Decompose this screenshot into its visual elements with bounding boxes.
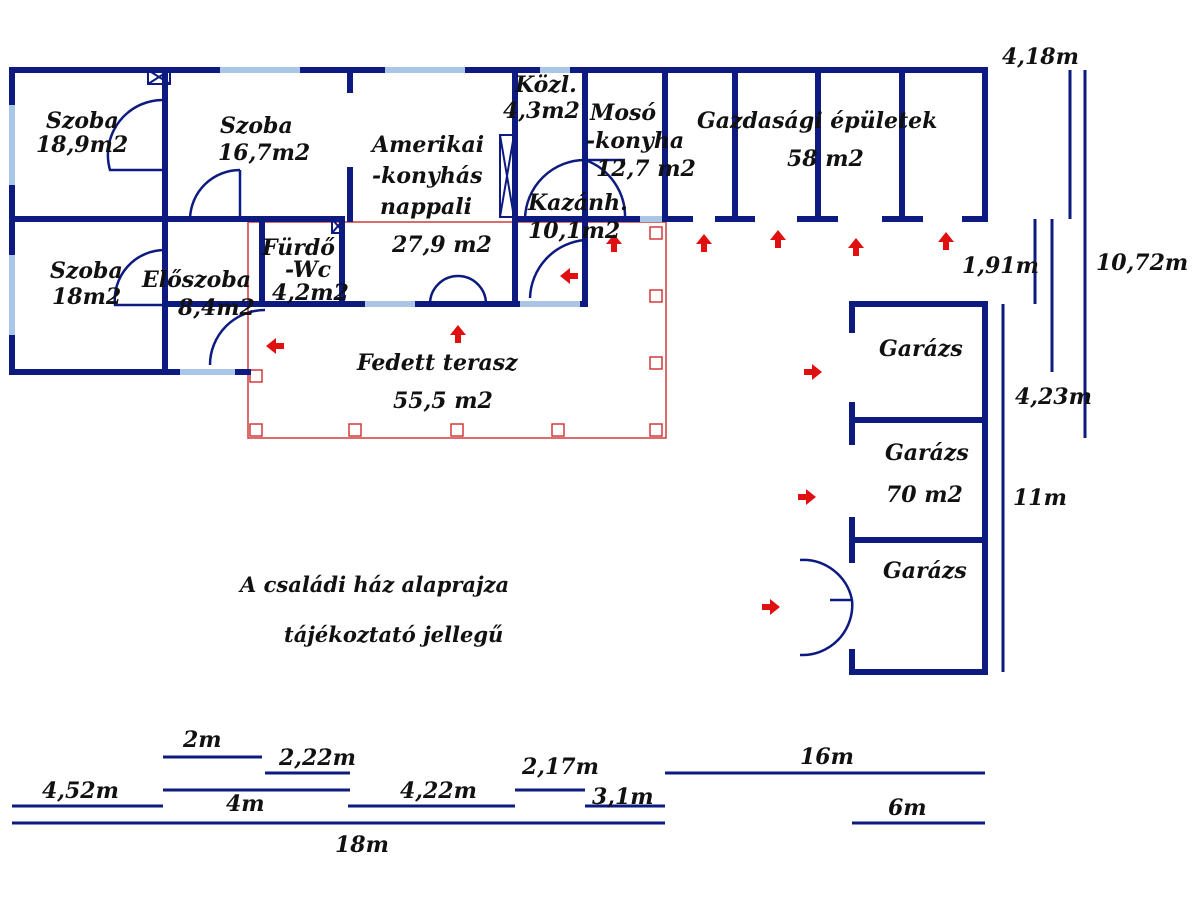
dim-4-18m: 4,18m <box>1002 44 1079 70</box>
dim-18m: 18m <box>335 832 389 858</box>
dim-10-72m: 10,72m <box>1096 250 1188 276</box>
dim-2m: 2m <box>182 727 222 753</box>
bottom-dimension-lines <box>12 755 985 825</box>
room-moso-line2: -konyha <box>586 128 684 154</box>
dimension-labels: 4,18m 1,91m 10,72m 4,23m 11m 2m 2,22m 4,… <box>42 44 1188 858</box>
arrow-icon <box>450 325 466 343</box>
room-gazdasagi-name: Gazdasági épületek <box>697 108 937 134</box>
room-szoba-1-area: 18,9m2 <box>36 132 128 158</box>
room-szoba-1-name: Szoba <box>46 108 119 134</box>
room-kozl-area: 4,3m2 <box>503 98 580 124</box>
room-terasz-name: Fedett terasz <box>356 350 518 376</box>
garage-walls <box>849 301 988 675</box>
room-furdo-wc: -Wc <box>285 257 332 283</box>
terrace-outline <box>247 221 667 439</box>
arrow-icon <box>770 230 786 248</box>
farm-building-partitions <box>662 67 988 222</box>
room-nappali-line2: -konyhás <box>372 163 482 189</box>
room-szoba-3-area: 18m2 <box>52 284 121 310</box>
arrow-icon <box>938 232 954 250</box>
room-eloszoba-name: Előszoba <box>141 267 251 293</box>
room-moso-line1: Mosó <box>589 100 656 126</box>
caption-line-2: tájékoztató jellegű <box>284 622 503 647</box>
room-szoba-3-name: Szoba <box>50 258 123 284</box>
caption-line-1: A családi ház alaprajza <box>238 572 509 597</box>
room-nappali-line3: nappali <box>380 194 472 220</box>
dim-4-52m: 4,52m <box>42 778 119 804</box>
room-kazan-name: Kazánh. <box>527 190 628 216</box>
dim-2-22m: 2,22m <box>278 745 356 771</box>
room-labels: Szoba 18,9m2 Szoba 16,7m2 Szoba 18m2 Elő… <box>36 72 969 584</box>
dim-4m: 4m <box>226 791 265 817</box>
dim-16m: 16m <box>800 744 854 770</box>
dim-11m: 11m <box>1013 485 1067 511</box>
room-garazs-1-name: Garázs <box>879 336 963 362</box>
dim-4-22m: 4,22m <box>400 778 477 804</box>
dim-1-91m: 1,91m <box>962 253 1039 279</box>
arrow-icon <box>560 268 578 284</box>
chimney-icons <box>147 69 515 234</box>
arrow-icon <box>606 234 622 252</box>
room-garazs-2-area: 70 m2 <box>886 482 963 508</box>
room-eloszoba-area: 8,4m2 <box>177 295 255 321</box>
room-kozl-name: Közl. <box>514 72 577 98</box>
room-garazs-2-name: Garázs <box>885 440 969 466</box>
room-garazs-3-name: Garázs <box>883 558 967 584</box>
arrow-icon <box>848 238 864 256</box>
dim-6m: 6m <box>888 795 927 821</box>
dim-2-17m: 2,17m <box>521 754 599 780</box>
dim-3-1m: 3,1m <box>592 784 654 810</box>
room-nappali-line1: Amerikai <box>370 132 484 158</box>
windows <box>9 67 662 375</box>
arrow-icon <box>804 364 822 380</box>
dim-4-23m: 4,23m <box>1015 384 1092 410</box>
room-nappali-area: 27,9 m2 <box>391 232 492 258</box>
room-szoba-2-name: Szoba <box>220 113 293 139</box>
room-moso-area: 12,7 m2 <box>596 156 696 182</box>
room-gazdasagi-area: 58 m2 <box>787 146 864 172</box>
arrow-icon <box>762 599 780 615</box>
caption: A családi ház alaprajza tájékoztató jell… <box>238 572 509 647</box>
arrow-icon <box>798 489 816 505</box>
arrow-icon <box>696 234 712 252</box>
room-furdo-area: 4,2m2 <box>272 280 349 306</box>
room-szoba-2-area: 16,7m2 <box>218 140 310 166</box>
room-terasz-area: 55,5 m2 <box>393 388 493 414</box>
right-dimension-lines <box>1001 70 1087 672</box>
room-kazan-area: 10,1m2 <box>528 218 620 244</box>
door-swings <box>106 98 854 657</box>
arrow-icon <box>266 338 284 354</box>
entry-arrows <box>266 230 954 615</box>
room-furdo-name: Fürdő <box>261 235 335 261</box>
